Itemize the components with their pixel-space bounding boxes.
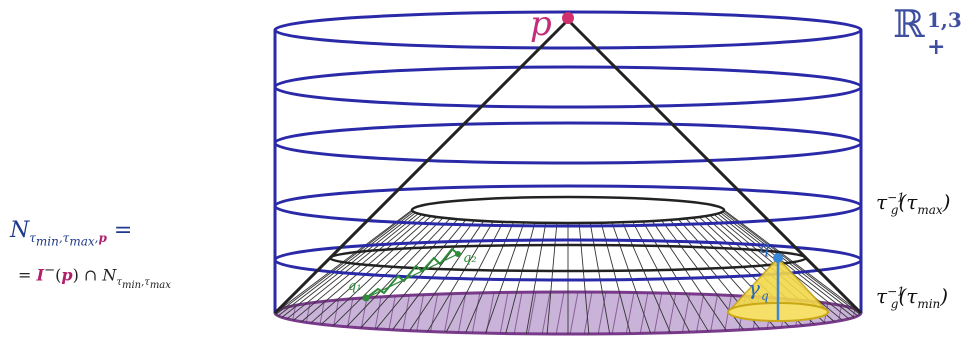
ring-2 <box>273 65 863 109</box>
base-hatch-line <box>611 292 621 334</box>
ruling-line <box>392 220 475 331</box>
ruling-line <box>321 216 438 325</box>
ruling-line <box>722 211 859 317</box>
ring-4 <box>273 184 863 228</box>
rhs-equals: = <box>18 265 32 285</box>
causal-curve-q1-q2 <box>365 247 459 299</box>
ruling-line <box>651 220 727 331</box>
ruling-line <box>286 213 419 320</box>
ruling-line <box>346 218 451 328</box>
ruling-line <box>310 215 432 324</box>
ruling-line <box>293 214 423 321</box>
ring-3 <box>273 121 863 165</box>
base-hatch-line <box>667 292 677 334</box>
ring-5 <box>273 238 863 282</box>
level-max-sub: g <box>890 203 899 217</box>
level-label-min: τ−1g(τmin) <box>876 284 948 311</box>
base-hatch-line <box>457 292 467 334</box>
rhs-cap: ∩ <box>83 265 98 285</box>
formula-lhs: Nτmin,τmax,p = <box>10 218 133 249</box>
base-hatch-line <box>695 292 705 334</box>
cone-left-edge <box>273 18 570 315</box>
label-gamma-sub: q <box>761 289 769 303</box>
ruling-line <box>409 220 485 331</box>
base-hatch-line <box>653 292 663 334</box>
label-q2: q₂ <box>463 251 477 266</box>
base-hatch-line <box>527 292 537 334</box>
rhs-N: N <box>102 265 117 285</box>
space-label: ℝ 1,3 + <box>893 2 962 60</box>
level-min-sub: g <box>890 297 899 311</box>
space-subscript: + <box>927 34 946 60</box>
space-superscript: 1,3 <box>927 8 962 32</box>
base-hatch-line <box>555 292 565 334</box>
base-hatch-line <box>597 292 607 334</box>
lhs-equals: = <box>113 218 133 243</box>
cylinder-rings <box>273 10 863 282</box>
base-hatch-line <box>471 292 481 334</box>
point-q <box>773 253 783 263</box>
lhs-sub-p: p <box>98 231 107 246</box>
ruling-line <box>277 211 414 317</box>
base-hatch-line <box>709 292 719 334</box>
base-hatch-line <box>443 292 453 334</box>
level-min-sup: −1 <box>887 284 905 299</box>
level-min-arg-idx: min <box>917 297 941 311</box>
level-min-arg: (τ <box>898 284 918 308</box>
space-symbol: ℝ <box>893 2 925 46</box>
point-q2 <box>455 251 461 257</box>
formula-rhs: = I−(p) ∩ Nτmin,τmax <box>18 263 171 291</box>
level-min-close: ) <box>940 284 949 308</box>
level-max-tau: τ <box>876 190 888 214</box>
ruling-line <box>333 217 444 326</box>
base-hatch-line <box>625 292 635 334</box>
lhs-sub-2: τ <box>62 231 70 246</box>
straight-segment-q1-q2 <box>365 253 459 299</box>
rhs-sub-2-idx: max <box>149 279 171 291</box>
base-hatch-line <box>541 292 551 334</box>
base-hatch-line <box>415 292 425 334</box>
level-max-arg-idx: max <box>917 203 943 217</box>
base-hatch-line <box>387 292 397 334</box>
level-max-sup: −1 <box>887 190 905 205</box>
ruling-line <box>281 212 416 318</box>
ruling-line <box>720 212 855 318</box>
base-hatch-line <box>513 292 523 334</box>
base-hatch-line <box>499 292 509 334</box>
level-min-tau: τ <box>876 284 888 308</box>
lhs-sub-1: τ <box>29 231 36 246</box>
level-max-close: ) <box>942 190 951 214</box>
level-ellipse-max <box>410 195 726 225</box>
lhs-sub-1-idx: min <box>35 234 59 249</box>
cone-right-edge <box>566 18 863 315</box>
label-gamma: γ <box>748 276 760 300</box>
base-hatch-line <box>569 292 579 334</box>
rhs-I-sup: − <box>43 263 56 278</box>
lhs-sub-2-idx: max <box>69 234 95 249</box>
ruling-line <box>301 215 427 323</box>
rhs-sub-1-idx: min <box>121 279 142 291</box>
apex-point <box>562 12 574 24</box>
level-label-max: τ−1g(τmax) <box>876 190 950 217</box>
label-q1: q₁ <box>348 279 362 294</box>
label-q: q <box>759 238 770 258</box>
apex-label: p <box>530 4 552 44</box>
base-hatch-line <box>401 292 411 334</box>
lhs-symbol: N <box>10 218 30 243</box>
base-hatch-line <box>429 292 439 334</box>
point-q1 <box>362 294 370 302</box>
base-hatch-line <box>583 292 593 334</box>
rhs-sub-2: τ <box>144 276 150 288</box>
rhs-sub-1: τ <box>116 276 122 288</box>
rhs-I: I <box>36 265 44 285</box>
level-max-arg: (τ <box>898 190 918 214</box>
rhs-p: p <box>61 265 73 285</box>
base-hatch-line <box>373 292 383 334</box>
ruling-line <box>375 219 467 330</box>
